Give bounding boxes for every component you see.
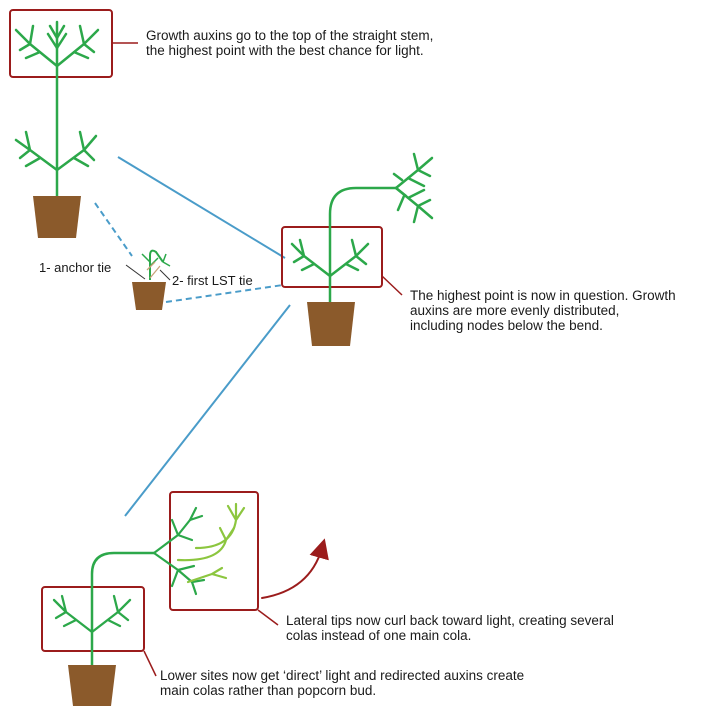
- lower-caption: Lower sites now get ‘direct’ light and r…: [160, 668, 524, 698]
- caption-line: Lower sites now get ‘direct’ light and r…: [160, 668, 525, 683]
- plant-bent: [281, 152, 434, 304]
- bent-stem: [90, 551, 156, 667]
- caption-line: Growth auxins go to the top of the strai…: [146, 28, 434, 43]
- middle-caption-pointer: [381, 275, 403, 296]
- anchor-tie-label: 1- anchor tie: [39, 260, 112, 275]
- lateral-caption: Lateral tips now curl back toward light,…: [286, 613, 614, 643]
- lateral-highlight-box: [169, 491, 259, 611]
- caption-line: main colas rather than popcorn bud.: [160, 683, 377, 698]
- lst-tie-label: 2- first LST tie: [172, 273, 253, 288]
- lst-tie-pointer: [159, 269, 171, 281]
- pot: [33, 196, 81, 238]
- caption-line: auxins are more evenly distributed,: [410, 303, 620, 318]
- caption-line: the highest point with the best chance f…: [146, 43, 424, 58]
- caption-line: The highest point is now in question. Gr…: [410, 288, 676, 303]
- caption-line: Lateral tips now curl back toward light,…: [286, 613, 614, 628]
- bent-stem: [328, 186, 398, 304]
- lateral-caption-pointer: [257, 609, 279, 626]
- top-caption: Growth auxins go to the top of the strai…: [146, 28, 433, 58]
- caption-line: including nodes below the bend.: [410, 318, 603, 333]
- middle-highlight-box: [281, 226, 383, 288]
- connector-line: [117, 156, 286, 259]
- tie-illustration: [125, 249, 171, 310]
- pot: [307, 302, 355, 346]
- connector-dashed-line: [94, 202, 133, 257]
- caption-pointers: [112, 42, 403, 677]
- pot: [68, 665, 116, 706]
- caption-line: colas instead of one main cola.: [286, 628, 472, 643]
- middle-caption: The highest point is now in question. Gr…: [410, 288, 676, 333]
- pot: [132, 282, 166, 310]
- anchor-tie-pointer: [125, 264, 146, 280]
- plant-straight: [9, 9, 113, 198]
- lower-caption-pointer: [143, 650, 157, 677]
- stage-connectors: [94, 156, 291, 517]
- light-direction-arrow: [261, 538, 329, 599]
- connector-line: [124, 304, 291, 517]
- plant-multi-cola: [41, 491, 329, 667]
